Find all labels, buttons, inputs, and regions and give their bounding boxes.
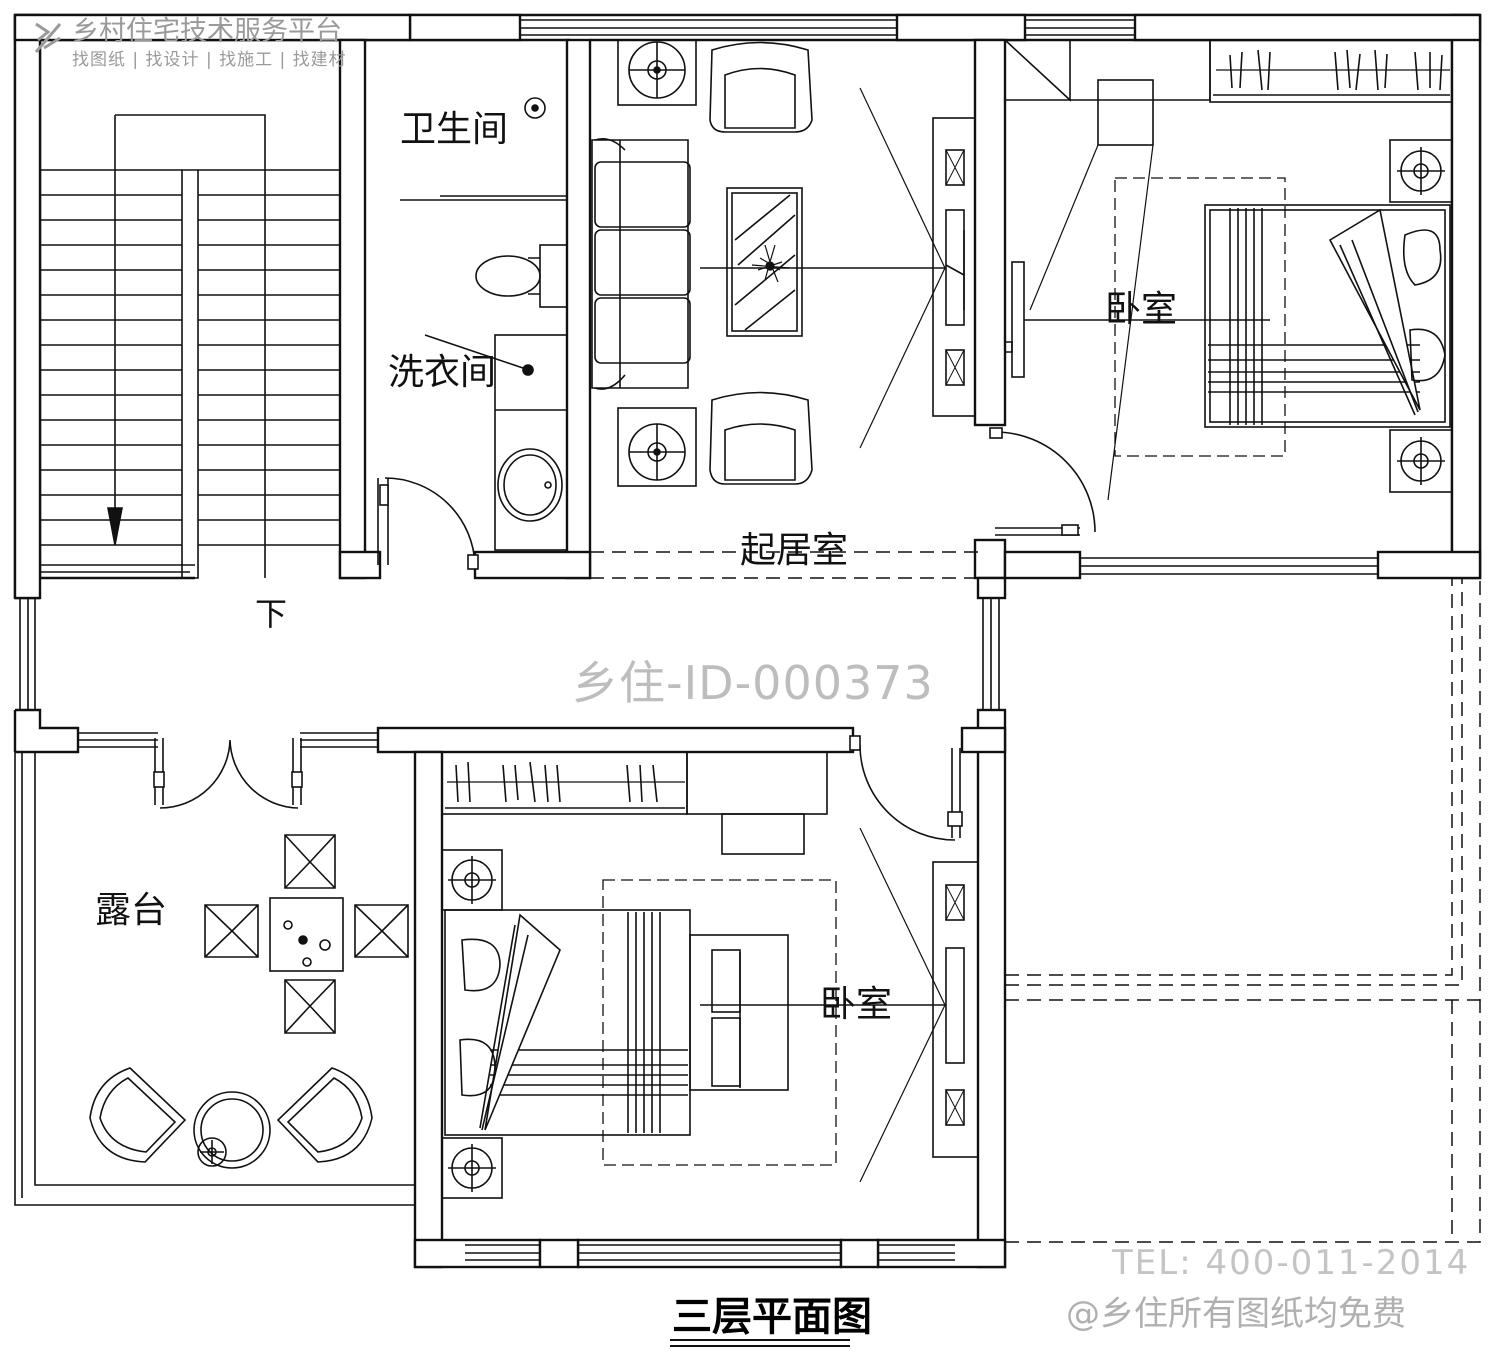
platform-name-watermark: 乡村住宅技术服务平台 [72, 16, 342, 47]
corridor-east-window [978, 597, 1005, 711]
stair-arrow [107, 507, 123, 546]
interior-walls-upper [338, 38, 1482, 600]
room-label-terrace: 露台 [95, 890, 168, 931]
hall-west-window [19, 598, 36, 710]
stair-direction-label: 下 [255, 595, 288, 633]
logo-icon [34, 22, 62, 53]
stair-treads [40, 169, 340, 546]
free-notice-watermark: @乡住所有图纸均免费 [1066, 1294, 1406, 1334]
title-underline [670, 1339, 850, 1347]
terrace-outline [14, 752, 415, 1206]
room-label-bedroom-east: 卧室 [1105, 289, 1178, 330]
terrace-openings [78, 732, 955, 1261]
chair-icon [204, 834, 409, 1034]
exterior-walls [13, 13, 1482, 754]
bedroom-east-furniture [989, 39, 1453, 536]
platform-tagline-watermark: 找图纸 | 找设计 | 找施工 | 找建材 [72, 50, 347, 70]
top-windows [520, 19, 1135, 36]
bedroom-south-furniture [441, 735, 979, 1199]
bathroom-fixtures [377, 97, 568, 570]
room-label-laundry: 洗衣间 [388, 352, 497, 393]
id-watermark: 乡住-ID-000373 [572, 656, 934, 710]
drawing-title: 三层平面图 [672, 1294, 872, 1340]
dashed-outlines [590, 551, 1481, 1243]
living-room-furniture [591, 39, 976, 487]
lower-walls [376, 708, 1007, 1269]
terrace-furniture [89, 738, 409, 1169]
bedroom-east-window [1080, 557, 1378, 575]
staircase [40, 114, 340, 579]
room-label-living-room: 起居室 [740, 530, 849, 571]
room-label-bathroom: 卫生间 [400, 109, 509, 150]
room-label-bedroom-south: 卧室 [820, 984, 893, 1025]
tel-watermark: TEL: 400-011-2014 [1112, 1243, 1471, 1283]
